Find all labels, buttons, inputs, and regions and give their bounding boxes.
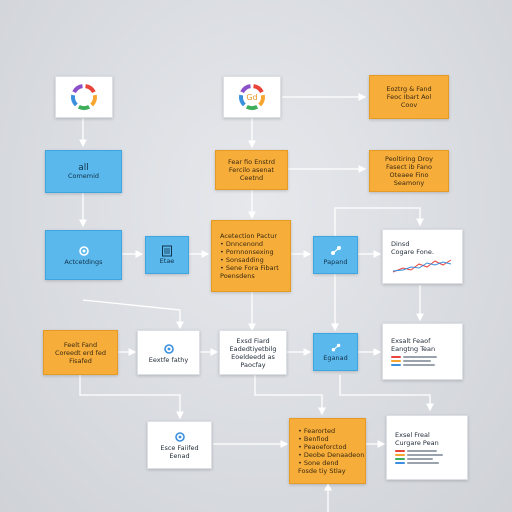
node-text-line: • Sone dend <box>298 459 339 467</box>
blue-graph-node[interactable]: Papand <box>313 236 358 274</box>
node-text-line: Oteaee Fino <box>389 171 429 179</box>
share-graph-icon <box>331 343 340 352</box>
node-text-line: Paocfay <box>240 360 266 369</box>
legend-bars <box>395 450 443 464</box>
node-text-line: Fisafed <box>69 356 92 365</box>
white-chart-node-mid[interactable]: Exsalt Feaof Eangtng Tean <box>382 323 463 380</box>
circular-segmented-logo-icon <box>71 84 97 110</box>
node-text-line: • Fearorted <box>298 427 336 435</box>
node-text-line: • Dnncenond <box>220 240 264 248</box>
wire <box>339 375 434 412</box>
node-text-line: Esce Faiifed <box>160 444 199 452</box>
blue-actions-node[interactable]: Actcetdings <box>45 230 122 280</box>
node-text-line: • Benfiod <box>298 435 329 443</box>
ring-segment <box>239 94 246 107</box>
node-text-line: Exsd Fiard <box>236 336 270 345</box>
white-gear-node[interactable]: Eextfe fathy <box>137 330 200 375</box>
node-text-line: Fear fio Enstrd <box>227 158 276 166</box>
node-text-line: Eadedtiyetbilg <box>229 344 277 353</box>
node-text-line: Peoltiring Droy <box>385 155 433 163</box>
node-text-line: Exsel Freal <box>395 431 430 439</box>
ring-segment <box>245 104 259 110</box>
ring-segment <box>85 84 96 94</box>
ring-logo-node-mid[interactable]: Gd <box>223 76 281 118</box>
orange-process-top-right[interactable]: Eoztrg & Fand Feoc Ibart Aol Coov <box>369 75 449 119</box>
node-text-line: Eangtng Tean <box>391 345 436 353</box>
node-label: Papand <box>323 258 348 266</box>
blue-small-node-2[interactable]: Eganad <box>313 333 358 371</box>
orange-process-center-top[interactable]: Fear fio Enstrd Fercilo asenat Ceetnd <box>215 150 288 190</box>
white-bottom-left-node[interactable]: Esce Faiifed Eenad <box>147 421 212 469</box>
white-bottom-right-node[interactable]: Exsel Freal Curgare Pean <box>386 415 468 480</box>
gear-icon <box>78 246 89 256</box>
wire <box>334 207 424 250</box>
node-text-line: Feelt Fand <box>63 340 98 349</box>
node-text-line: Eoztrg & Fand <box>386 85 432 93</box>
node-text-line: Exsalt Feaof <box>391 337 431 345</box>
ring-segment <box>253 84 264 94</box>
circular-segmented-logo-icon: Gd <box>239 84 265 110</box>
node-text-line: Fasect ib Fano <box>386 163 432 171</box>
node-label: Eganad <box>323 354 348 362</box>
node-text-line: Eoeldeedd as <box>231 352 275 361</box>
node-text-line: Poensdens <box>220 272 255 280</box>
orange-list-node-center[interactable]: Acetection Pactur • Dnncenond • Pornnons… <box>211 220 291 292</box>
node-text-line: Coreedt erd fed <box>55 348 106 357</box>
node-text-line: Ceetnd <box>239 174 264 182</box>
gear-icon <box>163 343 174 354</box>
ring-segment <box>77 104 91 110</box>
node-text-line: • Sonsadding <box>220 256 264 264</box>
legend-bars <box>391 356 437 366</box>
node-text-line: Comemid <box>67 171 100 180</box>
gear-icon <box>174 432 185 442</box>
node-title: all <box>78 162 89 173</box>
node-text-line: Coov <box>400 101 418 109</box>
line-chart-icon <box>392 259 452 272</box>
node-text-line: Seamony <box>393 179 425 187</box>
blue-document-node[interactable]: Etae <box>145 236 189 274</box>
node-text-line: Fosde tiy Stlay <box>298 467 346 475</box>
ring-label: Gd <box>246 93 257 102</box>
node-text-line: Dinsd <box>391 239 410 248</box>
node-text-line: • Deobe Denaadeon <box>298 451 365 459</box>
share-graph-icon <box>330 246 341 255</box>
node-text-line: • Pornnonsexing <box>220 248 274 256</box>
orange-list-node-bottom[interactable]: • Fearorted • Benfiod • Peaoeforctod • D… <box>289 418 366 484</box>
wire <box>82 299 184 330</box>
ring-segment <box>258 94 265 107</box>
node-label: Eextfe fathy <box>148 355 189 364</box>
ring-segment <box>240 84 251 94</box>
node-label: Etae <box>159 257 175 265</box>
orange-process-left-lower[interactable]: Feelt Fand Coreedt erd fed Fisafed <box>43 330 118 375</box>
node-text-line: Curgare Pean <box>395 439 439 447</box>
ring-logo-node-left[interactable] <box>55 76 113 118</box>
white-text-node[interactable]: Exsd Fiard Eadedtiyetbilg Eoeldeedd as P… <box>219 330 287 375</box>
ring-segment <box>71 94 78 107</box>
node-text-line: • Peaoeforctod <box>298 443 347 451</box>
node-text-line: • Sene Fora Fibart <box>220 264 279 272</box>
node-label: Actcetdings <box>64 258 103 266</box>
ring-segment <box>90 94 97 107</box>
node-text-line: Cogare Fone. <box>391 247 434 256</box>
orange-process-right-mid[interactable]: Peoltiring Droy Fasect ib Fano Oteaee Fi… <box>369 150 449 192</box>
document-icon <box>162 245 172 257</box>
wire <box>79 375 184 420</box>
ring-segment <box>72 84 83 94</box>
node-text-line: Eenad <box>169 452 190 460</box>
node-text-line: Acetection Pactur <box>220 232 278 240</box>
node-text-line: Fercilo asenat <box>228 166 275 174</box>
wire <box>254 375 326 416</box>
blue-chart-node[interactable]: all Comemid <box>45 150 122 193</box>
white-chart-node-top[interactable]: Dinsd Cogare Fone. <box>382 229 463 284</box>
node-text-line: Feoc Ibart Aol <box>386 93 432 101</box>
